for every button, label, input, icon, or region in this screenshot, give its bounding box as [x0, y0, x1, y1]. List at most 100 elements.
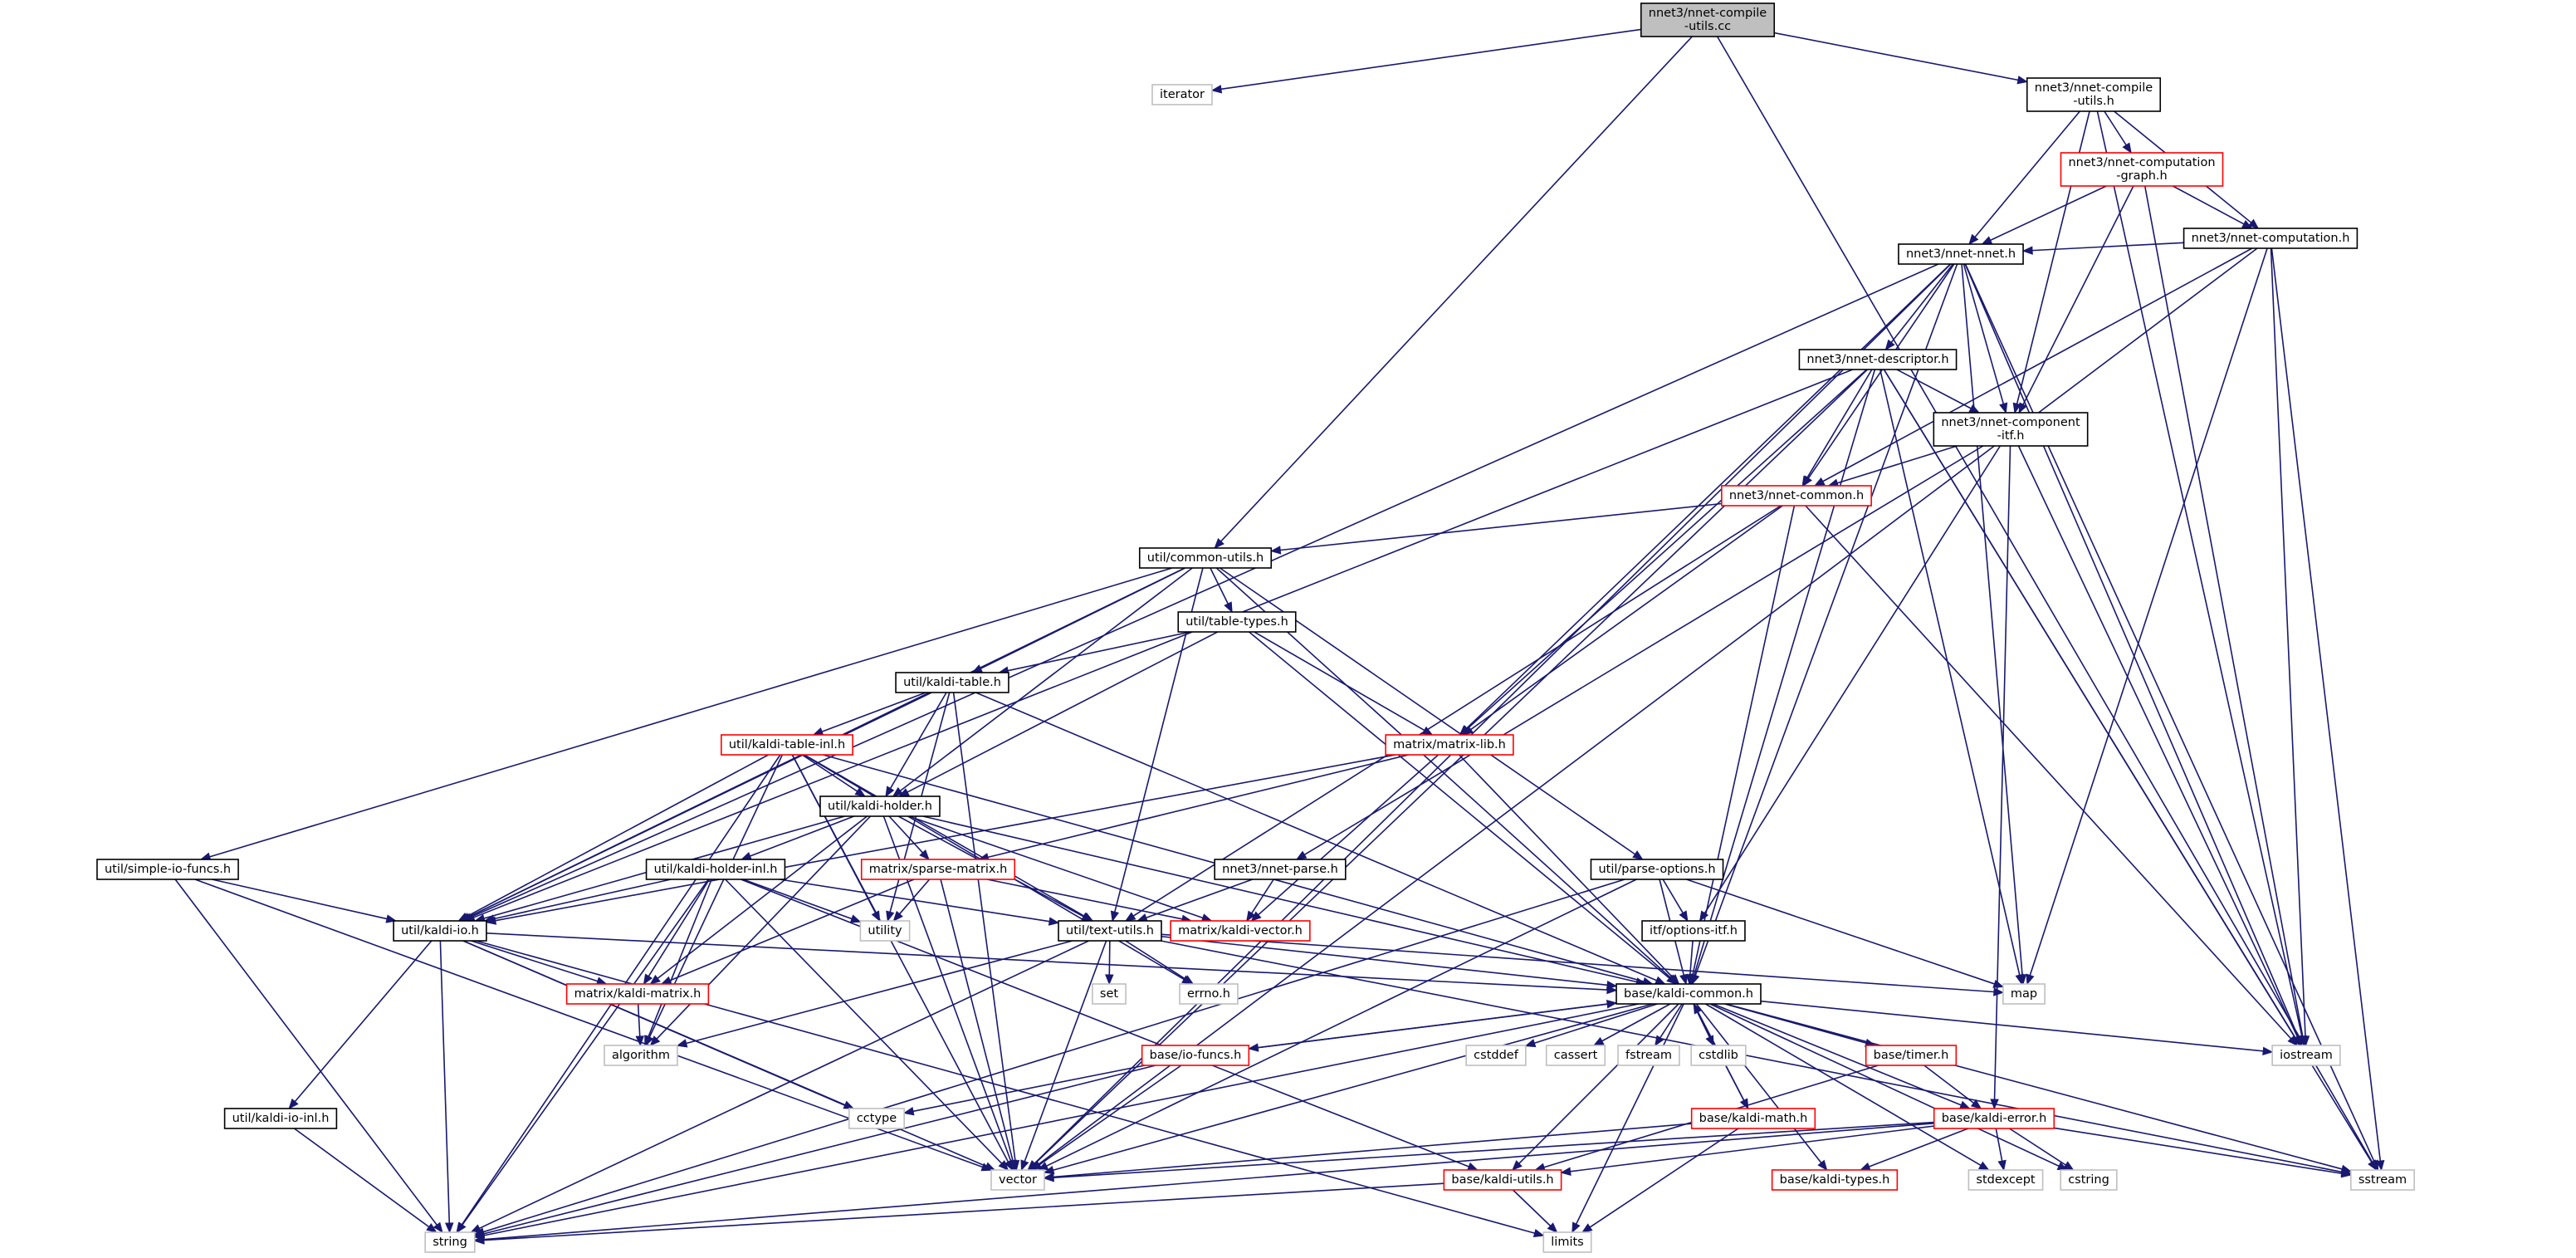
node-label: nnet3/nnet-compile	[1649, 7, 1767, 20]
node-sif-h[interactable]: util/simple-io-funcs.h	[96, 859, 239, 880]
node-string[interactable]: string	[424, 1231, 476, 1253]
node-nparse-h[interactable]: nnet3/nnet-parse.h	[1214, 859, 1347, 880]
node-kc-h[interactable]: base/kaldi-common.h	[1615, 983, 1762, 1005]
edge-ncg-h-to-ncomp-h	[2172, 185, 2253, 229]
node-cassert[interactable]: cassert	[1545, 1045, 1606, 1066]
node-tu-h[interactable]: util/text-utils.h	[1058, 920, 1162, 942]
node-root[interactable]: nnet3/nnet-compile-utils.cc	[1640, 2, 1776, 37]
edge-kutils-h-to-limits	[1512, 1189, 1558, 1233]
node-map[interactable]: map	[2002, 983, 2046, 1005]
node-cstddef[interactable]: cstddef	[1465, 1045, 1527, 1066]
node-kio-h[interactable]: util/kaldi-io.h	[393, 920, 487, 942]
edge-tu-h-to-kc-h	[1161, 935, 1618, 990]
node-ktypes-h[interactable]: base/kaldi-types.h	[1771, 1169, 1899, 1191]
node-kutils-h[interactable]: base/kaldi-utils.h	[1443, 1169, 1562, 1191]
node-kerr-h[interactable]: base/kaldi-error.h	[1933, 1108, 2055, 1129]
node-kti-h[interactable]: util/kaldi-table-inl.h	[721, 734, 853, 756]
node-sstream[interactable]: sstream	[2350, 1169, 2415, 1191]
node-mkm-h[interactable]: matrix/kaldi-matrix.h	[565, 983, 710, 1005]
node-box	[1151, 84, 1213, 105]
node-label: nnet3/nnet-compile	[2035, 81, 2153, 95]
node-label: util/simple-io-funcs.h	[105, 863, 231, 876]
edge-khi-h-to-kio-h	[483, 879, 672, 923]
edge-ncitf-h-to-nparse-h	[1295, 445, 1984, 860]
node-limits[interactable]: limits	[1542, 1231, 1592, 1253]
node-ncg-h[interactable]: nnet3/nnet-computation-graph.h	[2060, 152, 2224, 187]
edge-kerr-h-to-vector	[1043, 1121, 1934, 1182]
node-vector[interactable]: vector	[990, 1169, 1045, 1191]
edge-kti-h-to-kh-h	[801, 754, 866, 797]
node-label: matrix/kaldi-vector.h	[1178, 924, 1303, 937]
node-box	[1138, 547, 1273, 569]
edge-nnet-h-to-sstream	[1964, 263, 2379, 1172]
edge-ncg-h-to-ncitf-h	[2018, 185, 2134, 414]
node-errno-h[interactable]: errno.h	[1179, 983, 1239, 1005]
node-label: util/kaldi-io.h	[401, 924, 479, 937]
node-kh-h[interactable]: util/kaldi-holder.h	[819, 795, 941, 817]
node-tt-h[interactable]: util/table-types.h	[1177, 611, 1297, 633]
node-nnet-h[interactable]: nnet3/nnet-nnet.h	[1898, 243, 2024, 265]
node-box	[1771, 1169, 1899, 1191]
node-sm-h[interactable]: matrix/sparse-matrix.h	[860, 859, 1016, 880]
node-box	[1617, 1045, 1680, 1066]
node-utility[interactable]: utility	[859, 920, 911, 942]
node-box	[645, 859, 786, 880]
node-box	[1640, 2, 1776, 37]
edge-ncommon-h-to-mlib-h	[1462, 505, 1783, 736]
node-ncu-h[interactable]: nnet3/nnet-compile-utils.h	[2026, 77, 2162, 112]
node-timer-h[interactable]: base/timer.h	[1865, 1045, 1958, 1066]
node-cstdlib[interactable]: cstdlib	[1690, 1045, 1747, 1066]
edge-ncomp-h-to-iostream	[2270, 247, 2310, 1047]
node-fstream[interactable]: fstream	[1617, 1045, 1680, 1066]
node-mlib-h[interactable]: matrix/matrix-lib.h	[1385, 734, 1514, 756]
node-po-h[interactable]: util/parse-options.h	[1590, 859, 1724, 880]
node-label: cstring	[2068, 1173, 2109, 1187]
node-cctype[interactable]: cctype	[848, 1108, 905, 1129]
node-box	[1967, 1169, 2044, 1191]
node-box	[1443, 1169, 1562, 1191]
node-box	[1690, 1108, 1816, 1129]
edge-kt-h-to-kh-h	[885, 692, 947, 798]
node-mkv-h[interactable]: matrix/kaldi-vector.h	[1170, 920, 1311, 942]
node-ndesc-h[interactable]: nnet3/nnet-descriptor.h	[1798, 349, 1958, 370]
node-kt-h[interactable]: util/kaldi-table.h	[895, 672, 1009, 693]
node-kioi-h[interactable]: util/kaldi-io-inl.h	[223, 1108, 338, 1129]
node-iostream[interactable]: iostream	[2271, 1045, 2341, 1066]
node-label: sstream	[2358, 1173, 2407, 1187]
node-cu-h[interactable]: util/common-utils.h	[1138, 547, 1273, 569]
node-label: util/kaldi-io-inl.h	[232, 1112, 330, 1125]
edge-nnet-h-to-kc-h	[1691, 263, 1958, 986]
node-ncomp-h[interactable]: nnet3/nnet-computation.h	[2183, 228, 2358, 249]
node-ncitf-h[interactable]: nnet3/nnet-component-itf.h	[1933, 412, 2089, 447]
node-box	[1385, 734, 1514, 756]
edge-mlib-h-to-mkv-h	[1250, 754, 1440, 922]
node-oitf-h[interactable]: itf/options-itf.h	[1641, 920, 1746, 942]
node-ncommon-h[interactable]: nnet3/nnet-common.h	[1721, 485, 1872, 507]
node-stdexcept[interactable]: stdexcept	[1967, 1169, 2044, 1191]
node-label: -utils.cc	[1684, 20, 1731, 33]
node-iof-h[interactable]: base/io-funcs.h	[1141, 1045, 1250, 1066]
node-khi-h[interactable]: util/kaldi-holder-inl.h	[645, 859, 786, 880]
node-box	[895, 672, 1009, 693]
edge-kio-h-to-vector	[462, 940, 996, 1171]
node-label: base/kaldi-math.h	[1699, 1112, 1808, 1125]
node-algorithm[interactable]: algorithm	[604, 1045, 678, 1066]
node-kmath-h[interactable]: base/kaldi-math.h	[1690, 1108, 1816, 1129]
edge-kio-h-to-mkm-h	[471, 940, 608, 986]
edge-ndesc-h-to-ncitf-h	[1896, 369, 1981, 414]
node-set[interactable]: set	[1092, 983, 1127, 1005]
edge-kti-h-to-vector	[791, 754, 1014, 1172]
edge-tt-h-to-kt-h	[998, 631, 1190, 675]
node-label: matrix/matrix-lib.h	[1393, 738, 1506, 751]
edge-kti-h-to-tu-h	[804, 754, 1094, 922]
edge-root-to-cu-h	[1214, 36, 1693, 549]
node-cstring[interactable]: cstring	[2060, 1169, 2118, 1191]
edge-kc-h-to-cstddef	[1524, 1003, 1658, 1048]
node-label: vector	[999, 1173, 1037, 1187]
node-iterator[interactable]: iterator	[1151, 84, 1213, 105]
edge-cu-h-to-tt-h	[1210, 567, 1233, 614]
edge-kio-h-to-kioi-h	[288, 940, 433, 1110]
edge-tu-h-to-map	[1161, 933, 2005, 996]
node-box	[1141, 1045, 1250, 1066]
edge-ncitf-h-to-kerr-h	[1990, 445, 2011, 1110]
